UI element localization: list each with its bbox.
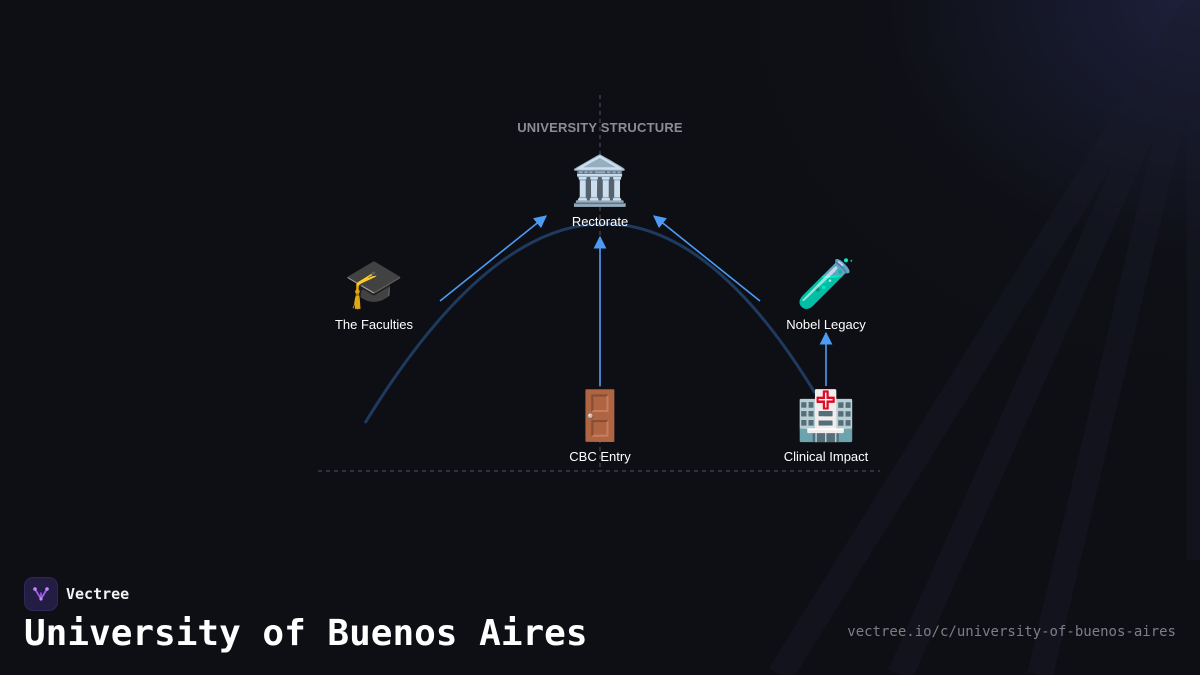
edge-nobel-to-rectorate <box>653 215 761 302</box>
graduation-cap-icon: 🎓 <box>344 258 404 311</box>
brand-name: Vectree <box>66 585 130 603</box>
page-title: University of Buenos Aires <box>24 613 588 654</box>
test-tube-icon: 🧪 <box>796 258 856 311</box>
node-label-clinical-impact: Clinical Impact <box>783 449 869 464</box>
node-label-rectorate: Rectorate <box>571 214 629 229</box>
node-label-faculties: The Faculties <box>334 317 414 332</box>
node-clinical-impact[interactable]: 🏥 Clinical Impact <box>751 389 901 464</box>
page-url[interactable]: vectree.io/c/university-of-buenos-aires <box>847 624 1176 640</box>
vectree-logo-icon <box>24 577 58 611</box>
node-label-nobel-legacy: Nobel Legacy <box>786 317 866 332</box>
edge-faculties-to-rectorate <box>439 215 547 302</box>
hierarchy-arc <box>363 222 817 424</box>
brand[interactable]: Vectree <box>24 577 129 611</box>
node-rectorate[interactable]: 🏛️ Rectorate <box>525 154 675 229</box>
node-nobel-legacy[interactable]: 🧪 Nobel Legacy <box>751 257 901 332</box>
classical-building-icon: 🏛️ <box>570 155 630 208</box>
door-icon: 🚪 <box>570 390 630 443</box>
node-label-cbc-entry: CBC Entry <box>569 449 631 464</box>
node-faculties[interactable]: 🎓 The Faculties <box>299 257 449 332</box>
node-cbc-entry[interactable]: 🚪 CBC Entry <box>525 389 675 464</box>
diagram-title: UNIVERSITY STRUCTURE <box>517 120 683 135</box>
hospital-icon: 🏥 <box>796 390 856 443</box>
